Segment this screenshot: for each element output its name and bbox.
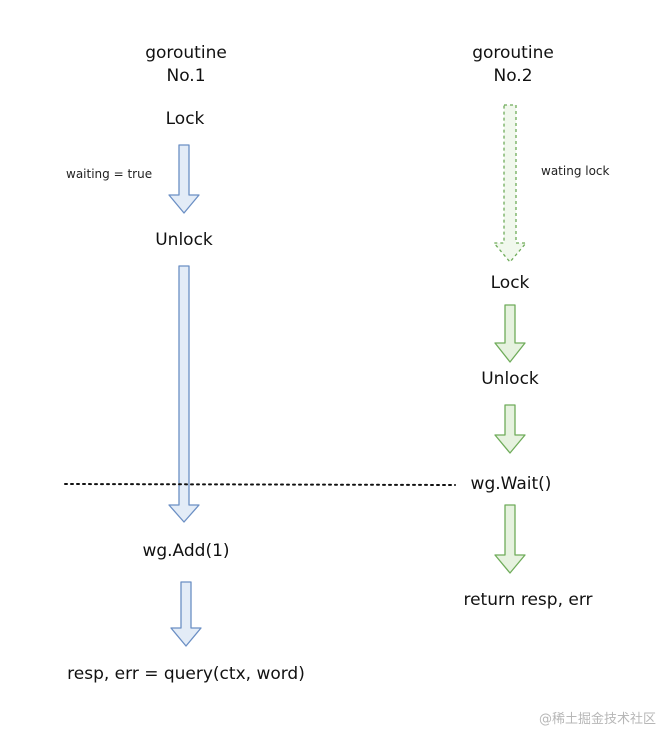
g1-step-lock: Lock: [165, 109, 205, 129]
g2-arrow-lock-to-unlock: [494, 304, 526, 363]
g1-step-query: resp, err = query(ctx, word): [67, 664, 305, 684]
g1-arrow-add-to-query: [170, 581, 202, 647]
sync-dotted-line: [64, 483, 456, 486]
watermark: @稀土掘金技术社区: [538, 712, 656, 727]
g1-arrow-unlock-to-add: [168, 265, 200, 523]
g2-title-line2: No.2: [493, 66, 533, 86]
g2-arrow-wait-to-return: [494, 504, 526, 574]
g1-note-waiting: waiting = true: [66, 167, 153, 181]
g2-step-return: return resp, err: [463, 590, 593, 610]
g1-title-line2: No.1: [166, 66, 206, 86]
g2-step-wait: wg.Wait(): [470, 474, 552, 494]
g2-arrow-waiting-lock: [493, 104, 527, 263]
g2-step-unlock: Unlock: [481, 369, 539, 389]
g1-arrow-lock-to-unlock: [168, 144, 200, 214]
g1-title-line1: goroutine: [145, 43, 227, 63]
g2-note-waiting-lock: wating lock: [541, 164, 610, 178]
g1-step-unlock: Unlock: [155, 230, 213, 250]
g2-arrow-unlock-to-wait: [494, 404, 526, 454]
g1-step-add: wg.Add(1): [142, 541, 230, 561]
g2-step-lock: Lock: [490, 273, 530, 293]
g2-title-line1: goroutine: [472, 43, 554, 63]
